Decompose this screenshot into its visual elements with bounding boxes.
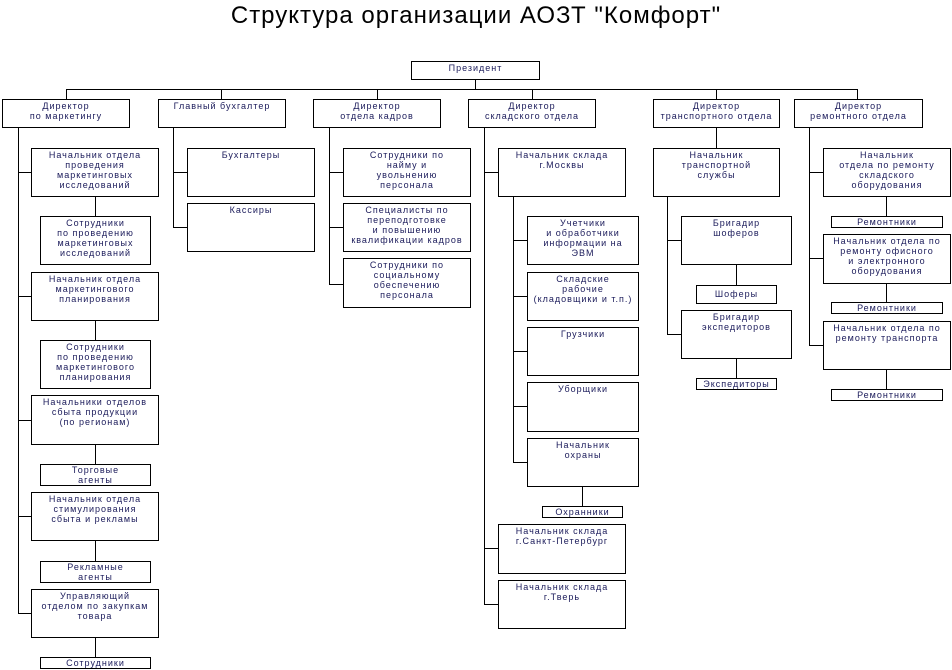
social-staff-box: Сотрудники по социальному обеспечению пе… <box>343 258 471 308</box>
forwarders-foreman-box: Бригадир экспедиторов <box>681 310 792 359</box>
research-staff-box: Сотрудники по проведению маркетинговых и… <box>40 216 151 265</box>
repairmen-box-2: Ремонтники <box>831 302 943 314</box>
data-clerks-box: Учетчики и обработчики информации на ЭВМ <box>527 216 639 265</box>
research-head-box: Начальник отдела проведения маркетинговы… <box>31 148 159 197</box>
warehouse-workers-box: Складские рабочие (кладовщики и т.п.) <box>527 272 639 321</box>
repairmen-box-3: Ремонтники <box>831 389 943 401</box>
guards-box: Охранники <box>542 506 623 518</box>
forwarders-box: Экспедиторы <box>696 378 777 390</box>
drivers-box: Шоферы <box>696 285 777 304</box>
promo-agents-box: Рекламные агенты <box>40 561 151 583</box>
transport-service-head-box: Начальник транспортной службы <box>653 148 780 197</box>
hr-director-box: Директор отдела кадров <box>313 99 441 128</box>
transport-director-box: Директор транспортного отдела <box>653 99 780 128</box>
president-box: Президент <box>411 61 540 80</box>
purchase-head-box: Управляющий отделом по закупкам товара <box>31 589 159 638</box>
training-specialists-box: Специалисты по переподготовке и повышени… <box>343 203 471 252</box>
drivers-foreman-box: Бригадир шоферов <box>681 216 792 265</box>
chart-title: Структура организации АОЗТ "Комфорт" <box>230 2 722 29</box>
promo-head-box: Начальник отдела стимулирования сбыта и … <box>31 492 159 541</box>
accountants-box: Бухгалтеры <box>187 148 315 197</box>
transport-repair-head-box: Начальник отдела по ремонту транспорта <box>823 321 951 370</box>
tver-warehouse-head-box: Начальник склада г.Тверь <box>498 580 626 629</box>
cashiers-box: Кассиры <box>187 203 315 252</box>
hiring-staff-box: Сотрудники по найму и увольнению персона… <box>343 148 471 197</box>
cleaners-box: Уборщики <box>527 382 639 432</box>
repair-director-box: Директор ремонтного отдела <box>794 99 923 128</box>
spb-warehouse-head-box: Начальник склада г.Санкт-Петербург <box>498 524 626 574</box>
sales-heads-box: Начальники отделов сбыта продукции (по р… <box>31 395 159 445</box>
planning-staff-box: Сотрудники по проведению маркетингового … <box>40 340 151 389</box>
security-head-box: Начальник охраны <box>527 438 639 487</box>
chief-accountant-box: Главный бухгалтер <box>158 99 286 128</box>
planning-head-box: Начальник отдела маркетингового планиров… <box>31 272 159 321</box>
office-equipment-repair-head-box: Начальник отдела по ремонту офисного и э… <box>823 234 951 284</box>
warehouse-equipment-repair-head-box: Начальник отдела по ремонту складского о… <box>823 148 951 197</box>
loaders-box: Грузчики <box>527 327 639 376</box>
purchase-staff-box: Сотрудники <box>40 657 151 669</box>
sales-agents-box: Торговые агенты <box>40 464 151 486</box>
warehouse-director-box: Директор складского отдела <box>468 99 596 128</box>
marketing-director-box: Директор по маркетингу <box>2 99 130 128</box>
moscow-warehouse-head-box: Начальник склада г.Москвы <box>498 148 626 197</box>
repairmen-box-1: Ремонтники <box>831 216 943 228</box>
